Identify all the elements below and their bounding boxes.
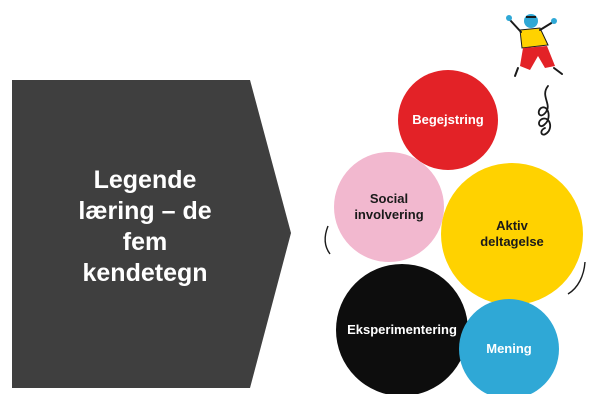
circle-aktiv-deltagelse: Aktiv deltagelse xyxy=(441,163,583,305)
label-begejstring: Begejstring xyxy=(412,112,484,127)
title-line-1: Legende xyxy=(93,166,197,194)
circle-social-involvering: Social involvering xyxy=(334,152,444,262)
label-mening: Mening xyxy=(486,341,532,356)
title-line-2: læring – de xyxy=(78,197,212,225)
title-line-3: fem xyxy=(122,228,168,256)
circle-begejstring: Begejstring xyxy=(398,70,498,170)
dancing-figure-icon xyxy=(506,14,563,77)
label-eksperimentering: Eksperimentering xyxy=(347,322,457,337)
label-social-line-2: involvering xyxy=(354,207,424,222)
slide-title: Legende læring – de fem kendetegn xyxy=(60,165,230,289)
label-social-line-1: Social xyxy=(369,191,409,206)
title-line-4: kendetegn xyxy=(82,259,208,287)
label-aktiv-line-1: Aktiv xyxy=(496,218,528,233)
label-aktiv-line-2: deltagelse xyxy=(480,234,544,249)
circle-mening: Mening xyxy=(459,299,559,394)
sketch-arc-left xyxy=(324,225,331,255)
scribble-icon xyxy=(537,85,552,136)
circle-eksperimentering: Eksperimentering xyxy=(336,264,468,394)
